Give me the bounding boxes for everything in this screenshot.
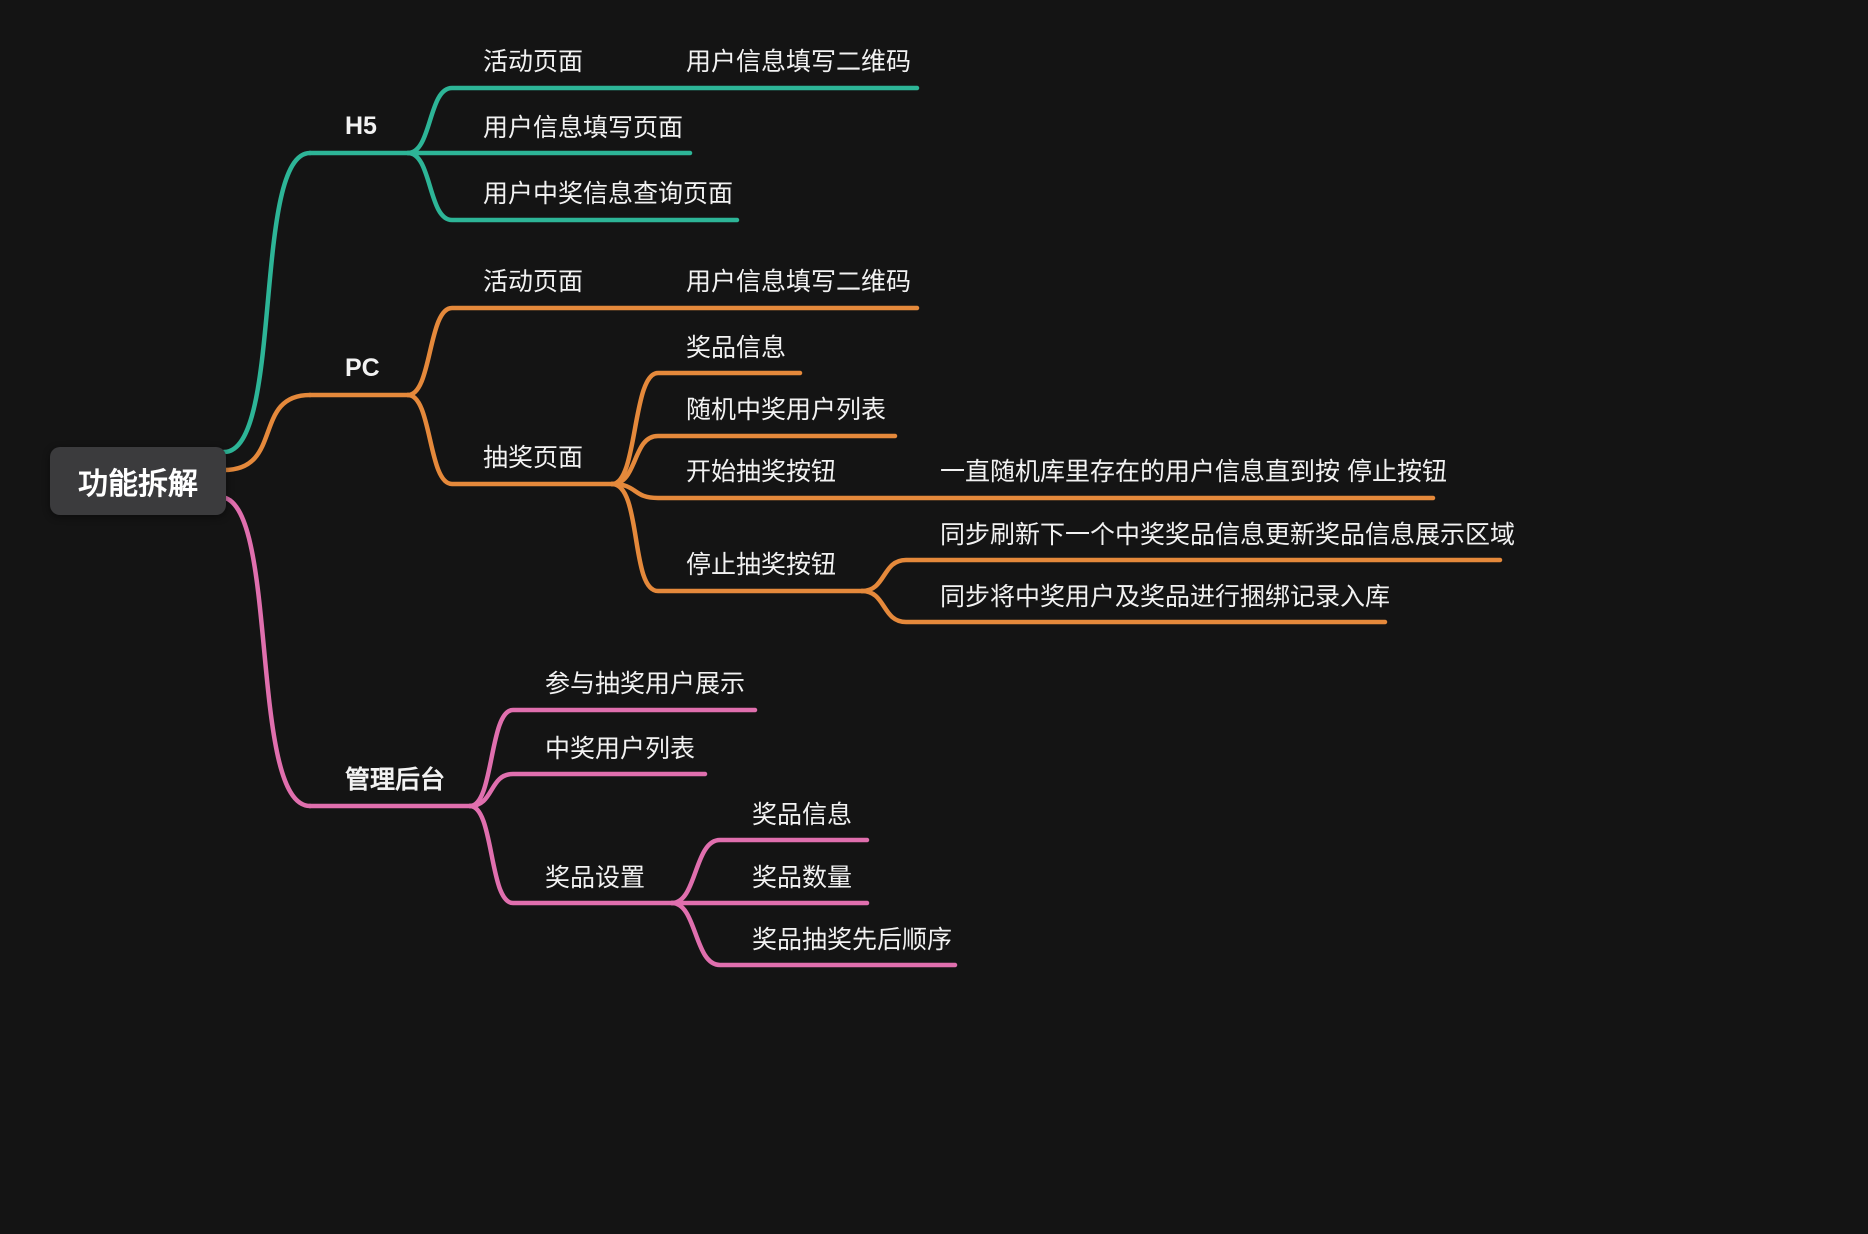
edge-admin-prize-setting (467, 803, 675, 906)
node-h5-winning-query-page[interactable]: 用户中奖信息查询页面 (483, 180, 734, 208)
edge-stop-bind-note (859, 588, 1388, 625)
root-node[interactable]: 功能拆解 (50, 447, 226, 515)
branch-admin-lines (217, 494, 958, 968)
node-admin-participants[interactable]: 参与抽奖用户展示 (545, 670, 746, 698)
node-lottery-stop-button[interactable]: 停止抽奖按钮 (686, 551, 837, 579)
node-stop-refresh-note[interactable]: 同步刷新下一个中奖奖品信息更新奖品信息展示区域 (940, 521, 1516, 549)
node-lottery-prize-info[interactable]: 奖品信息 (686, 334, 787, 362)
edge-pc-lottery-page (405, 392, 615, 487)
node-admin-prize-setting[interactable]: 奖品设置 (545, 864, 646, 892)
node-lottery-random-winner-list[interactable]: 随机中奖用户列表 (686, 396, 887, 424)
node-prize-count[interactable]: 奖品数量 (752, 864, 853, 892)
edge-h5-winning-query-page (405, 150, 740, 223)
node-pc-activity-page[interactable]: 活动页面 (483, 268, 584, 296)
node-pc[interactable]: PC (345, 354, 380, 382)
edge-admin-winner-list (467, 771, 708, 809)
edge-pc-activity-page (405, 305, 920, 398)
edge-lottery-prize-info (609, 370, 803, 487)
edge-root-pc (221, 392, 313, 473)
edge-lottery-random-list (609, 433, 898, 487)
node-stop-bind-note[interactable]: 同步将中奖用户及奖品进行捆绑记录入库 (940, 583, 1391, 611)
node-start-button-note[interactable]: 一直随机库里存在的用户信息直到按 停止按钮 (940, 458, 1447, 486)
edge-h5-activity-page (405, 85, 920, 156)
node-admin-winner-list[interactable]: 中奖用户列表 (545, 735, 696, 763)
node-h5-userinfo-page[interactable]: 用户信息填写页面 (483, 114, 684, 142)
edge-prize-setting-info (669, 837, 870, 906)
branch-pc-lines (221, 305, 1503, 625)
node-pc-lottery-page[interactable]: 抽奖页面 (483, 444, 584, 472)
edge-lottery-stop-button (609, 481, 865, 594)
node-prize-order[interactable]: 奖品抽奖先后顺序 (752, 926, 953, 954)
edge-prize-setting-order (669, 900, 958, 968)
edge-root-admin (217, 494, 313, 809)
node-admin[interactable]: 管理后台 (345, 766, 446, 794)
node-lottery-start-button[interactable]: 开始抽奖按钮 (686, 458, 837, 486)
node-h5-userinfo-qrcode[interactable]: 用户信息填写二维码 (686, 48, 912, 76)
edge-root-h5 (221, 150, 313, 455)
node-prize-info[interactable]: 奖品信息 (752, 801, 853, 829)
node-h5[interactable]: H5 (345, 112, 377, 140)
branch-h5-lines (221, 85, 920, 455)
edge-admin-participants (467, 707, 758, 809)
node-pc-userinfo-qrcode[interactable]: 用户信息填写二维码 (686, 268, 912, 296)
node-h5-activity-page[interactable]: 活动页面 (483, 48, 584, 76)
